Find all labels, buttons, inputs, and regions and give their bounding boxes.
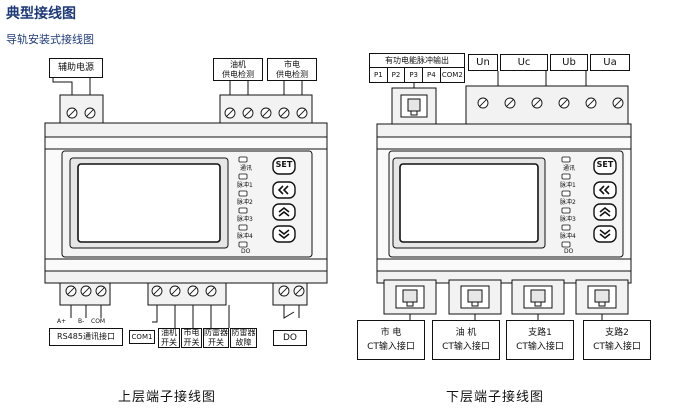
upper-leds bbox=[238, 156, 248, 248]
led-label-pulse3: 脉冲3 bbox=[237, 216, 253, 223]
page-subtitle: 导轨安装式接线图 bbox=[6, 33, 94, 46]
lower-leads bbox=[409, 71, 603, 320]
diesel-detect-label: 油机供电检测 bbox=[213, 58, 263, 81]
voltage-uc-label: Uc bbox=[500, 54, 548, 71]
upper-buttons bbox=[272, 157, 296, 243]
lower-button-glyphs bbox=[598, 185, 611, 240]
lower-caption: 下层端子接线图 bbox=[446, 390, 545, 405]
upper-caption: 上层端子接线图 bbox=[118, 390, 217, 405]
pulse-port-com2: COM2 bbox=[441, 71, 463, 79]
aux-power-label: 辅助电源 bbox=[49, 58, 103, 78]
voltage-ua-label: Ua bbox=[590, 54, 630, 71]
lower-led-label-pulse4: 脉冲4 bbox=[560, 233, 576, 240]
lower-led-label-comm: 通讯 bbox=[563, 165, 576, 172]
led-label-pulse1: 脉冲1 bbox=[237, 182, 253, 189]
lower-leds bbox=[561, 156, 571, 248]
pulse-ports-row: P1 P2 P3 P4 COM2 bbox=[370, 68, 464, 82]
voltage-un-label: Un bbox=[468, 54, 498, 71]
mains-switch-label: 市电开关 bbox=[181, 328, 202, 348]
com1-label: COM1 bbox=[129, 330, 155, 344]
lower-led-label-pulse2: 脉冲2 bbox=[560, 199, 576, 206]
rs485-b-label: B- bbox=[78, 318, 85, 325]
lightning-fault-label: 防雷器故障 bbox=[230, 328, 257, 348]
lower-set-button-label: SET bbox=[596, 160, 614, 169]
rs485-com-label: COM bbox=[91, 318, 106, 325]
lightning-switch-label: 防雷器开关 bbox=[203, 328, 229, 348]
lower-led-label-pulse1: 脉冲1 bbox=[560, 182, 576, 189]
page-title: 典型接线图 bbox=[6, 6, 76, 22]
pulse-port-p2: P2 bbox=[388, 68, 406, 82]
lower-led-label-pulse3: 脉冲3 bbox=[560, 216, 576, 223]
do-label: DO bbox=[273, 330, 307, 346]
voltage-labels-row: Un Uc Ub Ua bbox=[468, 54, 630, 71]
pulse-output-box: 有功电能脉冲输出 P1 P2 P3 P4 COM2 bbox=[369, 53, 465, 83]
set-button-label: SET bbox=[275, 160, 293, 169]
led-label-pulse2: 脉冲2 bbox=[237, 199, 253, 206]
rs485-port-label: RS485通讯接口 bbox=[49, 328, 123, 346]
led-label-do: DO bbox=[241, 248, 251, 255]
pulse-port-p4: P4 bbox=[423, 68, 441, 82]
pulse-output-header: 有功电能脉冲输出 bbox=[370, 54, 464, 68]
upper-device bbox=[44, 94, 328, 306]
led-label-comm: 通讯 bbox=[240, 165, 253, 172]
lower-led-label-do: DO bbox=[564, 248, 574, 255]
lower-device bbox=[376, 85, 632, 315]
upper-button-glyphs bbox=[277, 185, 290, 240]
pulse-port-p3: P3 bbox=[405, 68, 424, 82]
rs485-a-label: A+ bbox=[57, 318, 67, 325]
voltage-ub-label: Ub bbox=[550, 54, 588, 71]
mains-detect-label: 市电供电检测 bbox=[267, 58, 317, 81]
diesel-switch-label: 油机开关 bbox=[158, 328, 180, 348]
led-label-pulse4: 脉冲4 bbox=[237, 233, 253, 240]
pulse-port-p1: P1 bbox=[370, 68, 388, 82]
